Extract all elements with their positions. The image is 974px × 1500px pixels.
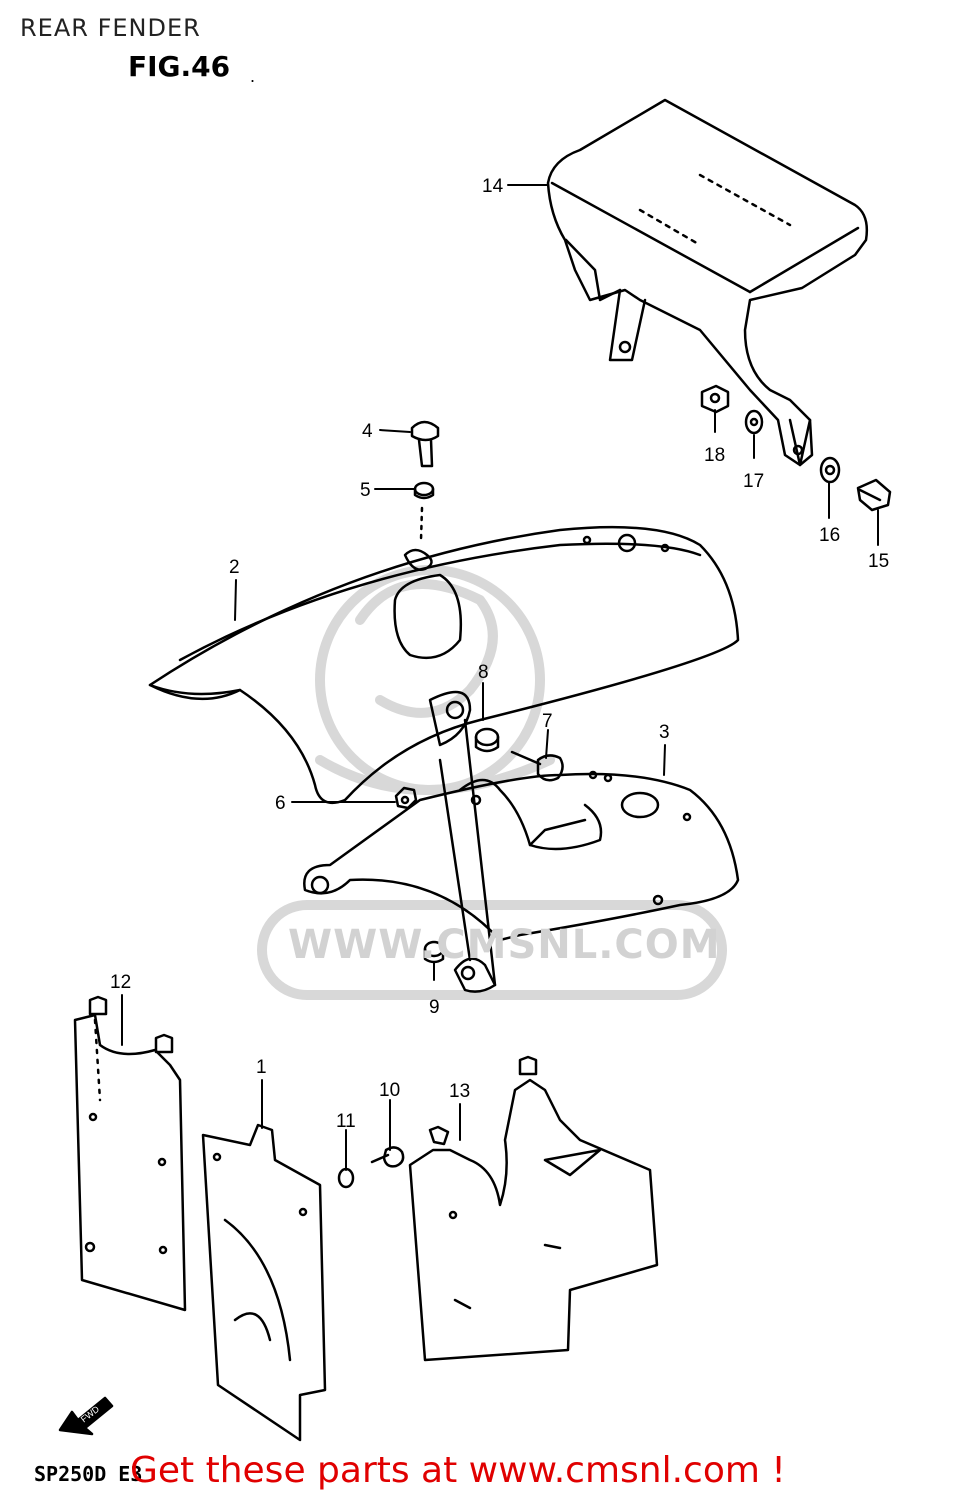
part-5-collar — [413, 481, 435, 500]
callout-1: 1 — [256, 1057, 267, 1078]
part-12-side-panel — [73, 995, 187, 1312]
part-14-seat-cowl — [546, 98, 869, 467]
figure-label: FIG.46 — [128, 50, 231, 83]
callout-6: 6 — [275, 793, 286, 814]
watermark-logo — [257, 565, 727, 1000]
callout-numbers: 14 4 5 2 8 7 3 6 9 12 1 10 13 11 18 17 1… — [79, 176, 889, 1424]
callout-3: 3 — [659, 722, 670, 743]
callout-13: 13 — [449, 1081, 470, 1102]
callout-15: 15 — [868, 551, 889, 572]
part-16-washer — [819, 456, 841, 484]
callout-8: 8 — [478, 662, 489, 683]
promo-link[interactable]: Get these parts at www.cmsnl.com ! — [130, 1450, 786, 1491]
part-11-nut — [337, 1167, 355, 1189]
callout-10: 10 — [379, 1080, 400, 1101]
part-13-bracket — [408, 1055, 659, 1362]
part-18-nut — [700, 384, 730, 414]
part-7-bolt — [510, 750, 564, 782]
callout-7: 7 — [542, 711, 553, 732]
callout-11: 11 — [336, 1111, 356, 1132]
watermark-url: WWW.CMSNL.COM — [288, 922, 721, 968]
callout-5: 5 — [360, 480, 371, 501]
part-8-collar — [474, 727, 500, 753]
part-3-inner-fender — [303, 770, 740, 942]
figure-dot: . — [250, 66, 256, 86]
callout-12: 12 — [110, 972, 131, 993]
callout-2: 2 — [229, 557, 240, 578]
callout-14: 14 — [482, 176, 504, 197]
part-4-bolt — [410, 420, 440, 468]
part-6-nut — [394, 786, 418, 810]
fwd-arrow-icon — [58, 1396, 114, 1436]
callout-16: 16 — [819, 525, 840, 546]
lower-bracket — [453, 957, 497, 993]
part-15-bolt — [856, 478, 892, 512]
callout-17: 17 — [743, 471, 764, 492]
part-17-washer — [744, 409, 764, 435]
callout-9: 9 — [429, 997, 440, 1018]
part-10-bolt — [370, 1146, 405, 1168]
callout-18: 18 — [704, 445, 725, 466]
leader-lines — [121, 184, 879, 1171]
part-2-rear-fender — [148, 525, 740, 805]
model-code: SP250D E3 — [34, 1462, 143, 1486]
page-title: REAR FENDER — [20, 14, 201, 42]
part-1-panel — [201, 1123, 327, 1442]
callout-4: 4 — [362, 421, 373, 442]
